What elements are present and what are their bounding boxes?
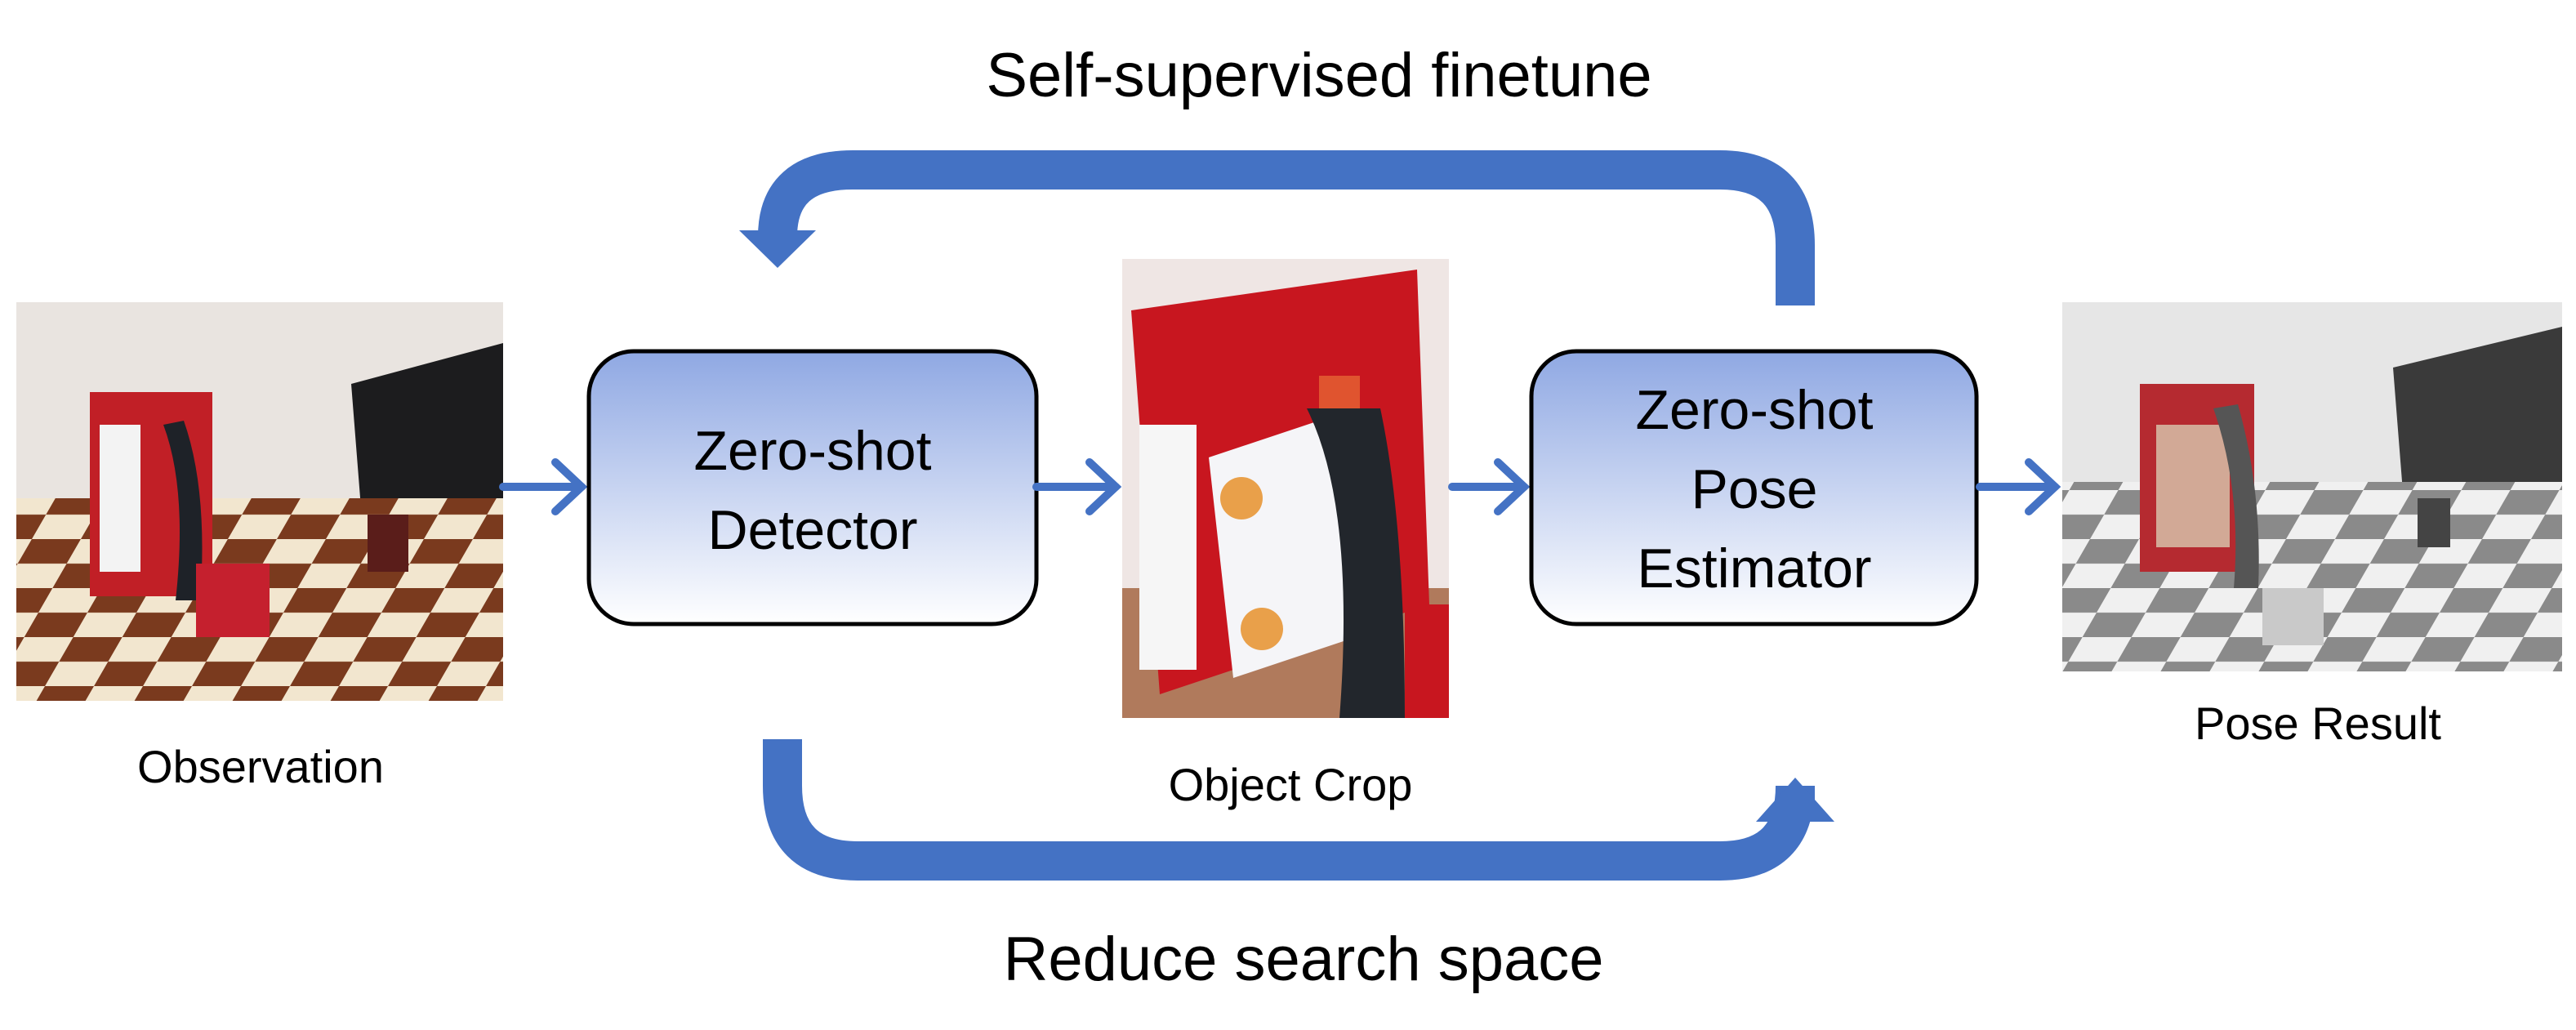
arrow-pose-to-result <box>1976 458 2061 515</box>
top-loop-label: Self-supervised finetune <box>986 41 1651 110</box>
finetune-loop-arrow <box>739 150 1815 305</box>
pose-label-line2: Pose <box>1691 458 1818 520</box>
observation-label: Observation <box>137 741 384 792</box>
observation-image <box>16 302 503 701</box>
arrow-crop-to-pose <box>1448 458 1531 515</box>
detector-label-line2: Detector <box>708 499 918 561</box>
arrow-detector-to-crop <box>1032 458 1122 515</box>
pose-result-image <box>2062 302 2562 671</box>
object-crop-image <box>1122 259 1449 718</box>
pose-result-label: Pose Result <box>2195 698 2441 749</box>
pose-label-line1: Zero-shot <box>1636 379 1874 441</box>
zero-shot-pose-estimator-box: Zero-shot Pose Estimator <box>1529 349 1979 626</box>
object-crop-label: Object Crop <box>1169 759 1413 810</box>
zero-shot-detector-box: Zero-shot Detector <box>586 349 1039 626</box>
pose-label-line3: Estimator <box>1637 537 1871 600</box>
bottom-loop-label: Reduce search space <box>1003 925 1603 994</box>
search-space-arrow <box>763 739 1834 881</box>
detector-label-line1: Zero-shot <box>694 420 932 482</box>
arrow-observation-to-detector <box>499 458 588 515</box>
